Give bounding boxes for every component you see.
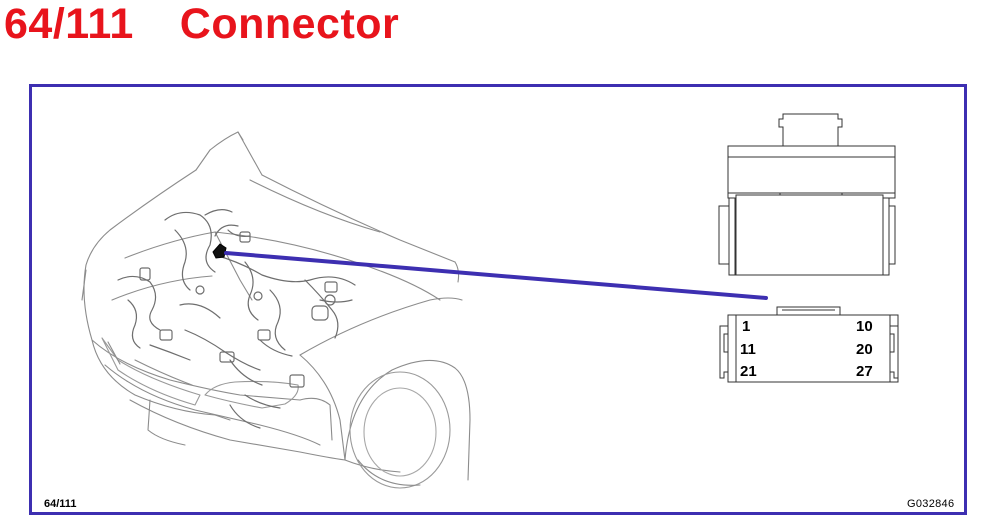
pin-label-11: 11 — [740, 341, 756, 358]
connector-location-marker — [212, 243, 227, 259]
title-code: 64/111 — [4, 0, 134, 48]
callout-leader-line — [224, 251, 768, 300]
pin-label-1: 1 — [742, 318, 751, 335]
image-code-label: G032846 — [907, 498, 955, 510]
wiring-harness-illustration — [117, 209, 356, 429]
title-name: Connector — [179, 0, 400, 48]
connector-side-view — [718, 113, 896, 276]
connector-face-view — [719, 306, 899, 383]
pin-label-10: 10 — [856, 318, 873, 335]
page-title: 64/111 Connector — [4, 0, 399, 48]
figure-id-label: 64/111 — [44, 498, 77, 510]
pin-label-21: 21 — [740, 363, 757, 380]
diagram-frame — [29, 84, 967, 515]
pin-label-27: 27 — [856, 363, 873, 380]
pin-label-20: 20 — [856, 341, 873, 358]
car-illustration — [81, 131, 471, 489]
